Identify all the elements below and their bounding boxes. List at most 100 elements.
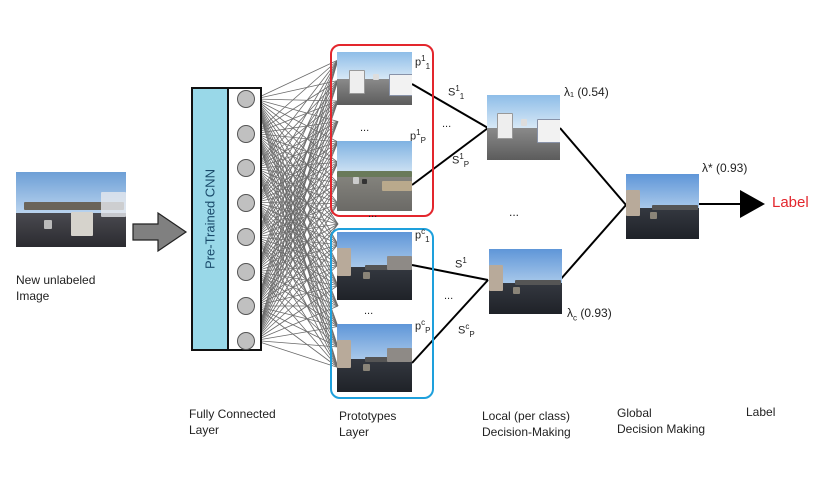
fc-wire <box>254 340 339 368</box>
fc-wire <box>254 223 339 272</box>
neuron-node <box>237 90 255 108</box>
fc-wire <box>254 203 339 307</box>
prototype-label-p1-1: p11 <box>415 54 430 71</box>
global-lambda-star-score: λ* (0.93) <box>702 161 748 175</box>
caption-line2: Decision Making <box>617 422 706 436</box>
prototype-image-classc-1 <box>337 232 412 300</box>
fc-wire <box>254 100 339 341</box>
class1-ellipsis: ... <box>360 122 370 134</box>
fc-wire <box>254 59 339 134</box>
similarity-label-sc-p: ScP <box>458 322 475 339</box>
caption-line1: Prototypes <box>339 409 397 423</box>
fc-wire <box>254 59 339 169</box>
label-base: p <box>415 320 422 333</box>
label-base: p <box>415 229 422 242</box>
fc-wire <box>254 80 339 272</box>
similarity-line-sc-p <box>411 279 489 364</box>
label-sub: c <box>573 313 577 323</box>
caption-label: Label <box>746 405 776 419</box>
fc-wire <box>254 100 339 272</box>
fc-wire <box>254 305 339 348</box>
neuron-node <box>237 124 255 143</box>
fc-wire <box>254 80 339 341</box>
fc-wire <box>254 305 339 327</box>
pretrained-cnn-block: Pre-Trained CNN <box>191 87 229 351</box>
fc-wire <box>254 121 339 272</box>
global-decision-image <box>626 174 699 239</box>
fc-wire <box>254 340 339 348</box>
caption-line2: Decision-Making <box>482 425 571 439</box>
fc-wire <box>254 271 339 368</box>
label-sup: 1 <box>455 84 460 93</box>
caption-fully-connected: Fully Connected Layer <box>189 406 276 438</box>
local1-to-global-line <box>559 127 627 206</box>
label-sub: P <box>420 135 426 145</box>
fc-wire <box>254 141 339 307</box>
input-caption-line2: Image <box>16 289 50 303</box>
label-base: S <box>452 154 460 167</box>
fc-wire <box>254 203 339 272</box>
fc-wire <box>254 59 339 307</box>
input-image <box>16 172 126 247</box>
similarity-line-s1-p <box>411 127 489 186</box>
label-base: p <box>410 130 417 143</box>
fc-wire <box>254 59 339 341</box>
fc-wire <box>254 162 339 272</box>
fc-wire <box>254 80 339 134</box>
fc-wire <box>254 59 339 100</box>
fc-wire <box>254 141 339 272</box>
localc-to-global-line <box>559 204 627 281</box>
label-sub: 1 <box>425 234 430 244</box>
fc-wire <box>254 244 339 341</box>
caption-line2: Layer <box>339 425 370 439</box>
neuron-node <box>237 262 255 281</box>
label-sup: 1 <box>459 152 464 161</box>
fc-wire <box>254 264 339 341</box>
fc-wire <box>254 305 339 368</box>
fc-wire <box>254 326 339 341</box>
fc-wire <box>254 285 339 341</box>
caption-line1: Fully Connected <box>189 407 276 421</box>
cnn-label: Pre-Trained CNN <box>202 169 218 269</box>
label-sup: 1 <box>462 256 467 265</box>
fc-wire <box>254 80 339 307</box>
fc-wire <box>254 223 339 307</box>
fc-wire <box>254 182 339 272</box>
neuron-node <box>237 159 255 177</box>
neuron-node <box>237 228 255 246</box>
neuron-node <box>237 297 255 315</box>
prototype-image-class1-p <box>337 141 412 211</box>
between-groups-ellipsis: ... <box>368 208 378 220</box>
fc-wire <box>254 285 339 307</box>
label-base: p <box>415 56 422 69</box>
label-sub: P <box>425 325 431 335</box>
class1-prototype-group-border <box>330 44 434 217</box>
caption-prototypes: Prototypes Layer <box>339 408 396 440</box>
similarity-line-s1-1 <box>411 83 489 129</box>
output-label: Label <box>772 194 809 211</box>
prototype-label-pc-p: pcP <box>415 318 430 335</box>
similarity-label-s1-p: S1P <box>452 152 469 169</box>
label-base: S <box>448 86 456 99</box>
neuron-node <box>237 331 255 350</box>
fc-wire <box>254 203 339 341</box>
prototype-image-class1-1 <box>337 52 412 105</box>
label-sup: c <box>421 318 426 327</box>
similarity-label-sc-1: S1 <box>455 256 467 273</box>
prototype-label-p1-p: p1P <box>410 128 426 145</box>
local-lambda1-score: λ₁ (0.54) <box>564 85 609 99</box>
local-decision-image-class1 <box>487 95 560 160</box>
fc-wire <box>254 162 339 341</box>
label-sup: 1 <box>421 54 426 63</box>
prototype-label-pc-1: pc1 <box>415 227 430 244</box>
fc-wire <box>254 244 339 307</box>
fc-wire <box>254 264 339 307</box>
label-base: λ <box>567 306 573 320</box>
local-lambdac-score: λc (0.93) <box>567 305 612 326</box>
label-sub: P <box>463 159 470 169</box>
label-sup: 1 <box>416 128 421 137</box>
label-sup: c <box>421 227 426 236</box>
fully-connected-wires <box>254 59 339 368</box>
label-sub: 1 <box>425 61 431 71</box>
local-decision-image-classc <box>489 249 562 314</box>
